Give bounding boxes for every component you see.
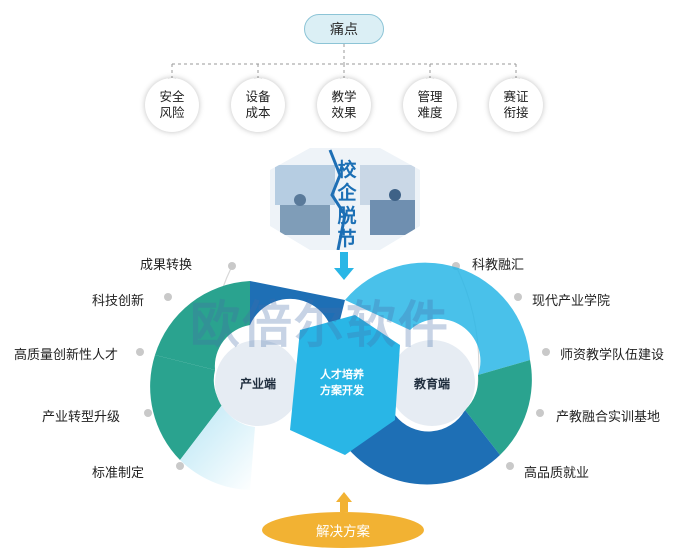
pain-point-equipment-cost: 设备成本 — [231, 78, 285, 132]
right-label-employment: 高品质就业 — [524, 466, 590, 481]
pain-point-safety: 安全风险 — [145, 78, 199, 132]
hexagon-photo — [270, 148, 420, 250]
left-ring-label: 产业端 — [239, 377, 276, 391]
pain-point-line: 效果 — [331, 105, 357, 120]
label-dot — [542, 348, 550, 356]
label-dot — [514, 293, 522, 301]
label-dot — [228, 262, 236, 270]
left-label-talent: 高质量创新性人才 — [13, 348, 118, 363]
pain-point-teaching-effect: 教学效果 — [317, 78, 371, 132]
pain-points-header: 痛点 — [304, 14, 384, 44]
center-line: 人才培养 — [320, 368, 364, 381]
down-arrow — [334, 268, 354, 280]
left-label-result-conversion: 成果转换 — [139, 258, 192, 273]
right-label-faculty: 师资教学队伍建设 — [560, 348, 665, 363]
pain-point-line: 风险 — [159, 105, 185, 120]
left-label-standards: 标准制定 — [91, 466, 144, 481]
up-arrow — [336, 492, 352, 502]
right-label-sci-edu: 科教融汇 — [472, 258, 525, 273]
center-text: 人才培养 方案开发 — [302, 367, 382, 399]
pain-point-management: 管理难度 — [403, 78, 457, 132]
center-line: 方案开发 — [320, 384, 364, 397]
right-ring-hub — [389, 340, 475, 426]
pain-point-line: 赛证 — [503, 89, 529, 104]
pain-point-line: 衔接 — [503, 105, 529, 120]
label-dot — [176, 462, 184, 470]
left-label-tech-innovation: 科技创新 — [91, 294, 144, 309]
watermark: 欧倍尔软件 — [190, 296, 450, 354]
solution-label: 解决方案 — [262, 512, 424, 548]
pain-point-competition-cert: 赛证衔接 — [489, 78, 543, 132]
center-cross — [290, 315, 400, 455]
right-ring — [345, 262, 532, 485]
left-label-industry-upgrade: 产业转型升级 — [41, 410, 120, 425]
pain-point-line: 教学 — [331, 89, 357, 104]
pain-point-line: 成本 — [245, 105, 271, 120]
label-dot — [506, 462, 514, 470]
label-dot — [144, 409, 152, 417]
left-ring — [150, 281, 345, 490]
pain-point-line: 设备 — [245, 89, 271, 104]
center-title: 校企脱节 — [337, 159, 357, 250]
left-ring-hub — [215, 340, 301, 426]
label-dot — [136, 348, 144, 356]
pain-point-line: 安全 — [159, 89, 185, 104]
pain-point-line: 难度 — [417, 105, 443, 120]
right-label-modern-college: 现代产业学院 — [532, 294, 611, 309]
right-ring-label: 教育端 — [413, 377, 450, 391]
label-dot — [536, 409, 544, 417]
right-label-training-base: 产教融合实训基地 — [556, 410, 661, 425]
label-dot — [164, 293, 172, 301]
pain-point-line: 管理 — [417, 89, 443, 104]
